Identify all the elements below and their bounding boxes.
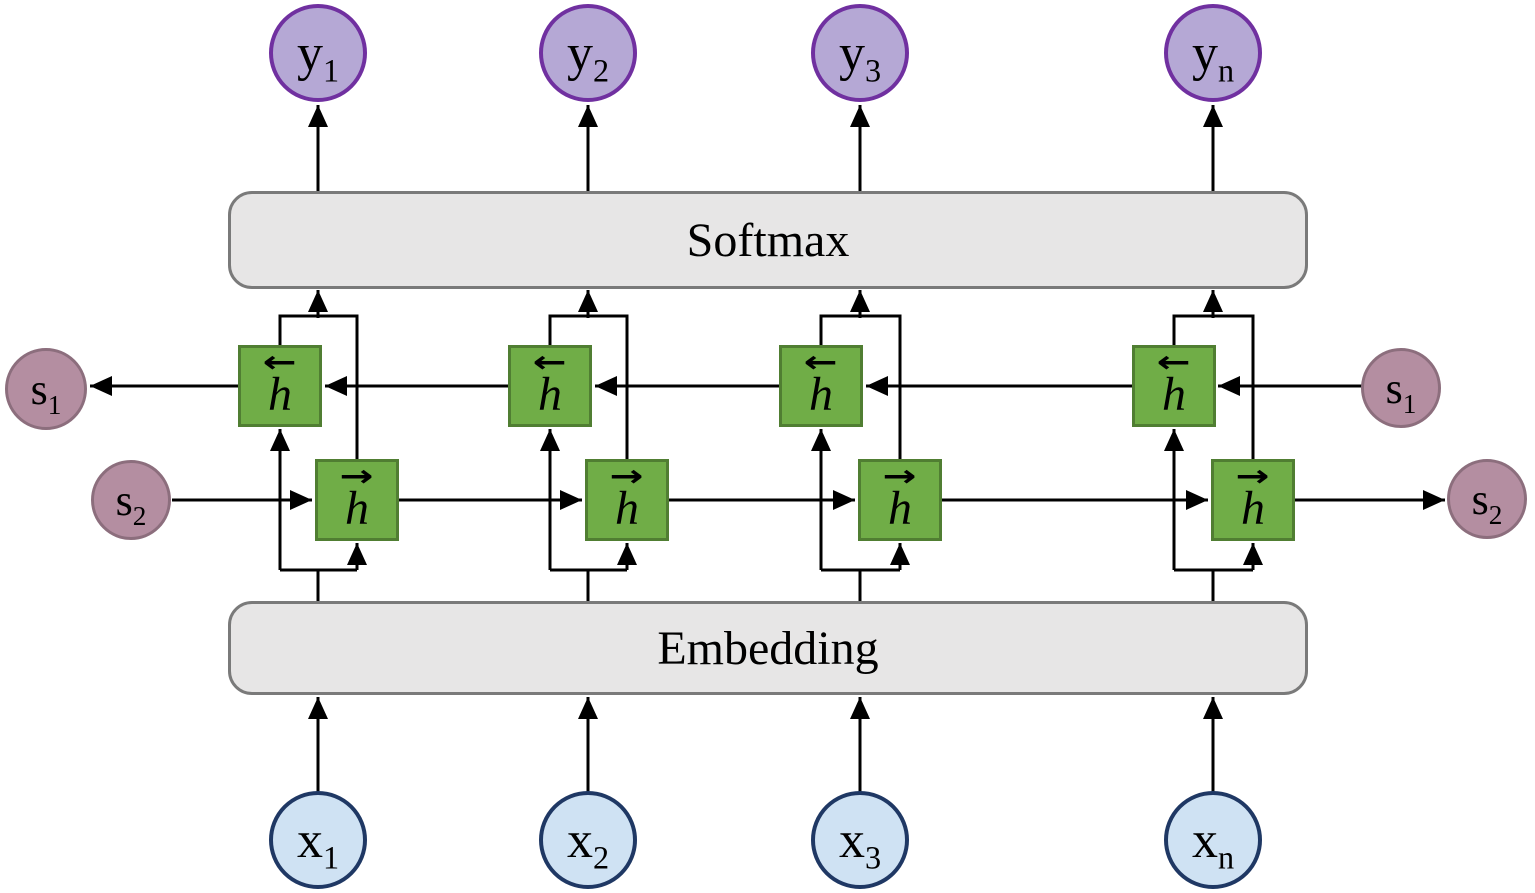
state-node-s1-right: s1: [1361, 348, 1441, 428]
input-node-x3: x3: [811, 791, 909, 889]
forward-hidden-block-1: → h: [315, 459, 399, 541]
state-label: s1: [30, 364, 62, 420]
output-label: yn: [1191, 24, 1235, 88]
column-3-wires: [811, 105, 910, 795]
state-label: s2: [1471, 474, 1503, 530]
right-arrow-icon: →: [340, 459, 374, 494]
right-arrow-icon: →: [883, 459, 917, 494]
left-arrow-icon: ←: [263, 345, 297, 380]
output-node-y1: y1: [269, 4, 367, 102]
state-node-s1-left: s1: [5, 348, 87, 430]
hidden-label: h: [538, 368, 562, 421]
backward-hidden-block-1: ← h: [238, 345, 322, 427]
forward-hidden-block-3: → h: [858, 459, 942, 541]
hidden-label: h: [888, 482, 912, 535]
input-label: xn: [1191, 811, 1235, 875]
backward-hidden-block-2: ← h: [508, 345, 592, 427]
softmax-layer: Softmax: [228, 191, 1308, 289]
backward-hidden-block-4: ← h: [1132, 345, 1216, 427]
right-arrow-icon: →: [610, 459, 644, 494]
hidden-label: h: [1162, 368, 1186, 421]
left-arrow-icon: ←: [804, 345, 838, 380]
bottom-bracket-2: [550, 568, 627, 601]
output-node-y2: y2: [539, 4, 637, 102]
input-node-x1: x1: [269, 791, 367, 889]
hidden-label: h: [1241, 482, 1265, 535]
hidden-label: h: [809, 368, 833, 421]
output-node-yn: yn: [1164, 4, 1262, 102]
output-node-y3: y3: [811, 4, 909, 102]
input-label: x2: [566, 811, 610, 875]
left-arrow-icon: ←: [533, 345, 567, 380]
state-label: s1: [1385, 363, 1417, 419]
hidden-label: h: [615, 482, 639, 535]
bottom-bracket-1: [280, 568, 357, 601]
output-label: y3: [838, 24, 882, 88]
state-node-s2-right: s2: [1447, 459, 1527, 539]
state-label: s2: [115, 475, 147, 531]
embedding-layer: Embedding: [228, 601, 1308, 695]
input-label: x1: [296, 811, 340, 875]
right-arrow-icon: →: [1236, 459, 1270, 494]
forward-hidden-block-4: → h: [1211, 459, 1295, 541]
backward-hidden-block-3: ← h: [779, 345, 863, 427]
input-node-xn: xn: [1164, 791, 1262, 889]
embedding-label: Embedding: [657, 621, 879, 675]
left-arrow-icon: ←: [1157, 345, 1191, 380]
input-node-x2: x2: [539, 791, 637, 889]
bottom-bracket-4: [1174, 568, 1253, 601]
state-node-s2-left: s2: [91, 460, 171, 540]
forward-hidden-block-2: → h: [585, 459, 669, 541]
output-label: y1: [296, 24, 340, 88]
input-label: x3: [838, 811, 882, 875]
output-label: y2: [566, 24, 610, 88]
hidden-label: h: [345, 482, 369, 535]
bottom-bracket-3: [821, 568, 900, 601]
hidden-label: h: [268, 368, 292, 421]
softmax-label: Softmax: [686, 213, 850, 267]
